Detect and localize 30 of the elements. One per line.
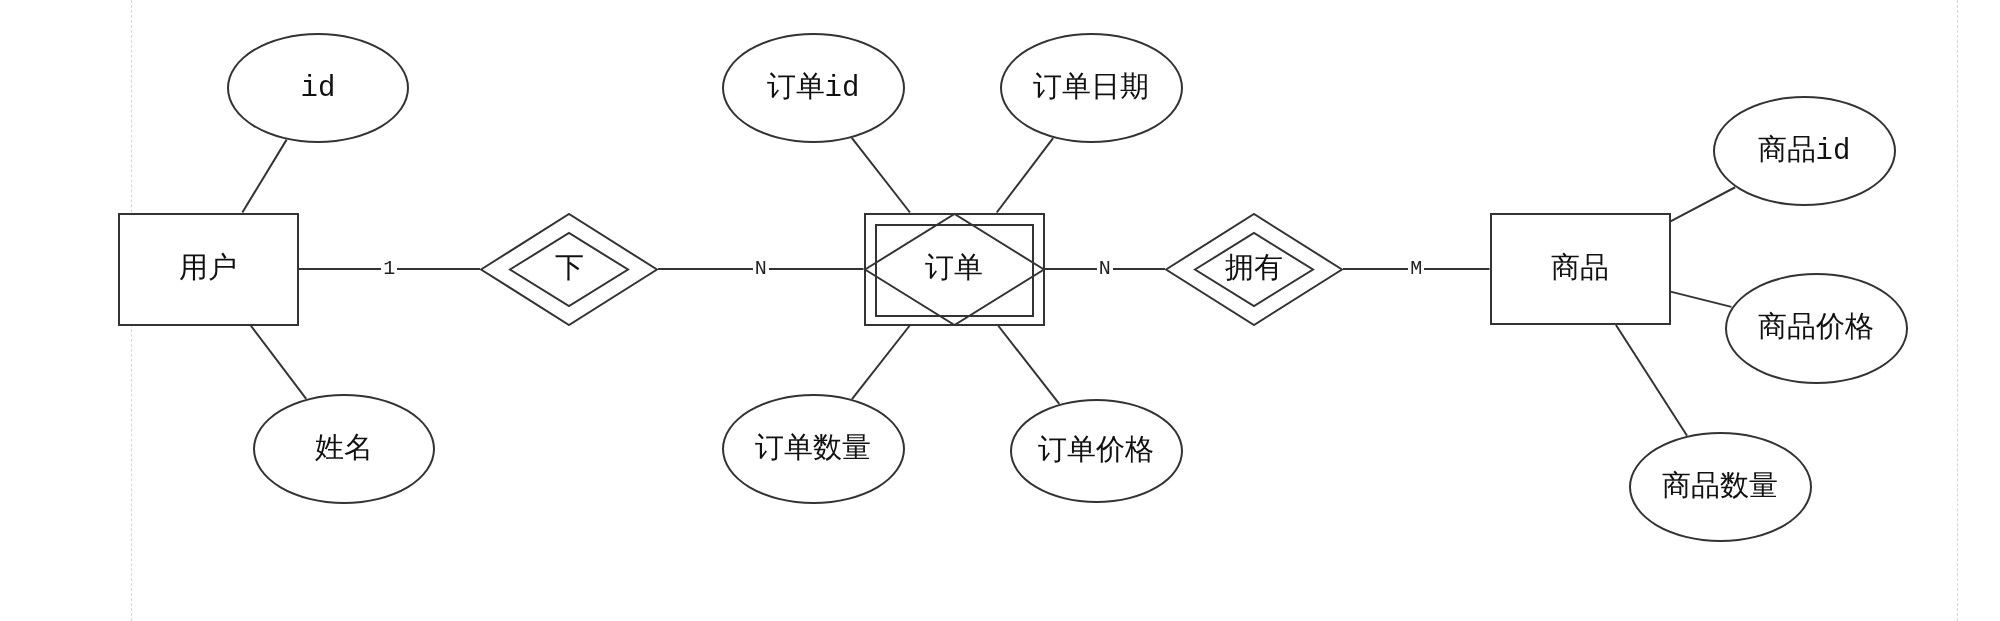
connector-line — [1669, 186, 1737, 223]
connector-line — [851, 324, 911, 401]
connector-line — [1043, 268, 1166, 270]
connector-line — [1342, 268, 1491, 270]
attribute-name: 商品价格 — [1758, 313, 1874, 343]
attribute-name: id — [300, 73, 336, 103]
connector-line — [997, 324, 1061, 405]
connector-line — [850, 136, 911, 214]
attribute-name: 订单id — [766, 73, 860, 103]
connector-line — [297, 268, 481, 270]
entity-box — [1489, 213, 1671, 325]
entity-name: 订单 — [925, 254, 983, 284]
attribute-name: 商品数量 — [1662, 472, 1778, 502]
entity-box — [117, 212, 299, 326]
attribute-name: 订单数量 — [755, 434, 871, 464]
entity-name: 商品 — [1551, 254, 1609, 284]
connector-line — [995, 137, 1055, 214]
attribute-name: 姓名 — [315, 434, 373, 464]
attribute-name: 商品id — [1757, 136, 1851, 166]
connector-line — [1669, 290, 1733, 308]
connector-line — [657, 268, 865, 270]
connector-line — [249, 324, 308, 400]
relationship-name: 下 — [554, 254, 584, 284]
attribute-name: 订单价格 — [1038, 436, 1154, 466]
relationship-name: 拥有 — [1225, 254, 1283, 284]
attribute-name: 订单日期 — [1033, 73, 1149, 103]
relationship-diamond — [1165, 212, 1343, 326]
relationship-diamond — [480, 212, 658, 326]
associative-entity-box — [863, 212, 1045, 326]
entity-name: 用户 — [179, 254, 237, 284]
